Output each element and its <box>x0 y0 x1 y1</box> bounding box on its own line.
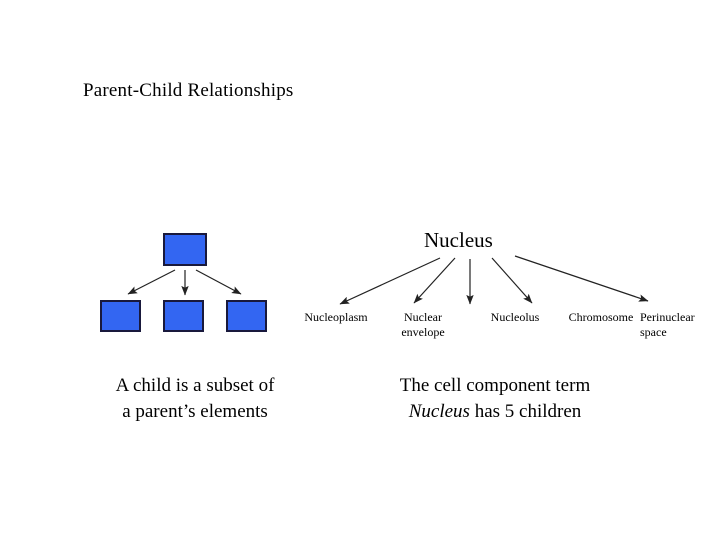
right-caption: The cell component term Nucleus has 5 ch… <box>345 373 645 425</box>
right-caption-line-2: Nucleus has 5 children <box>345 399 645 425</box>
right-caption-line-1: The cell component term <box>399 375 591 396</box>
child-node-box-2 <box>163 300 204 332</box>
child-node-box-1 <box>100 300 141 332</box>
page-title: Parent-Child Relationships <box>83 80 294 101</box>
nucleus-root-label: Nucleus <box>424 228 493 252</box>
child-node-box-3 <box>226 300 267 332</box>
left-caption: A child is a subset of a parent’s elemen… <box>60 373 330 425</box>
left-caption-line-2: a parent’s elements <box>122 401 268 422</box>
left-caption-line-1: A child is a subset of <box>115 375 275 396</box>
left-tree-arrows <box>127 269 242 296</box>
right-caption-line-2-rest: has 5 children <box>469 401 582 422</box>
nucleus-child-label-chromosome: Chromosome <box>568 310 634 324</box>
nucleus-child-label-nuclear-envelope: Nuclear envelope <box>401 310 445 339</box>
nucleus-child-label-perinuclear-space: Perinuclear space <box>640 310 695 339</box>
parent-node-box <box>163 233 207 266</box>
right-caption-italic-term: Nucleus <box>408 401 470 422</box>
nucleus-child-label-nucleolus: Nucleolus <box>490 310 540 324</box>
nucleus-tree-arrows <box>339 255 649 305</box>
nucleus-child-label-nucleoplasm: Nucleoplasm <box>304 310 368 324</box>
